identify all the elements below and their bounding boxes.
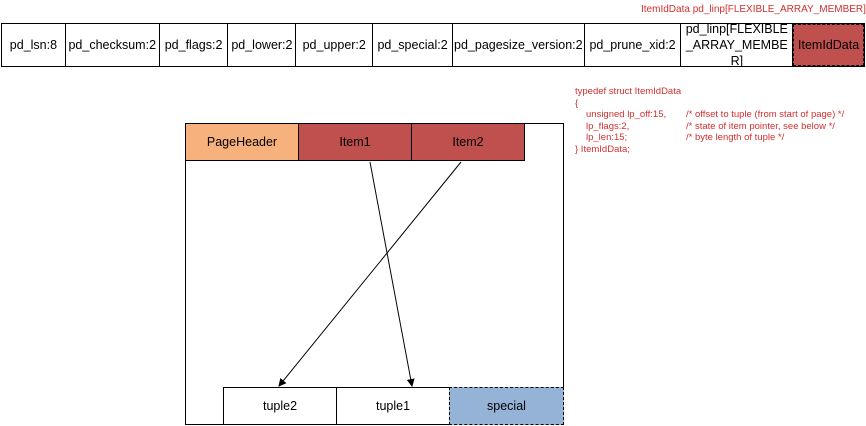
field-pd-flags: pd_flags:2 <box>159 24 229 66</box>
code-decl-lp-len: lp_len:15; <box>586 132 628 144</box>
item2-cell: Item2 <box>411 123 525 161</box>
field-pd-lower: pd_lower:2 <box>228 24 297 66</box>
code-comment-lp-off: /* offset to tuple (from start of page) … <box>686 109 845 121</box>
field-pd-linp: pd_linp[FLEXIBLE_ARRAY_MEMBER] <box>681 24 794 66</box>
pd-linp-caption: ItemIdData pd_linp[FLEXIBLE_ARRAY_MEMBER… <box>641 4 866 15</box>
code-decl-lp-off: unsigned lp_off:15, <box>586 109 667 121</box>
item1-cell: Item1 <box>298 123 412 161</box>
field-pd-pagesize-version: pd_pagesize_version:2 <box>452 24 585 66</box>
code-line-close: } ItemIdData; <box>575 143 630 155</box>
code-comment-lp-len: /* byte length of tuple */ <box>686 132 785 144</box>
code-decl-lp-flags: lp_flags:2, <box>586 120 630 132</box>
field-pd-upper: pd_upper:2 <box>296 24 374 66</box>
field-itemiddata: ItemIdData <box>793 24 865 66</box>
code-comment-lp-flags: /* state of item pointer, see below */ <box>686 120 835 132</box>
tuple2-cell: tuple2 <box>223 387 337 425</box>
field-pd-checksum: pd_checksum:2 <box>65 24 160 66</box>
itemiddata-struct-code: typedef struct ItemIdData { unsigned lp_… <box>575 86 866 156</box>
code-line-open-brace: { <box>575 97 579 109</box>
code-line-typedef: typedef struct ItemIdData <box>575 86 682 97</box>
special-cell: special <box>449 387 564 425</box>
page-header-cell: PageHeader <box>185 123 299 161</box>
page-header-struct-bar: pd_lsn:8 pd_checksum:2 pd_flags:2 pd_low… <box>1 23 865 67</box>
field-pd-lsn: pd_lsn:8 <box>2 24 66 66</box>
tuple1-cell: tuple1 <box>336 387 450 425</box>
field-pd-special: pd_special:2 <box>373 24 453 66</box>
page-layout-box <box>185 123 564 425</box>
field-pd-prune-xid: pd_prune_xid:2 <box>584 24 682 66</box>
